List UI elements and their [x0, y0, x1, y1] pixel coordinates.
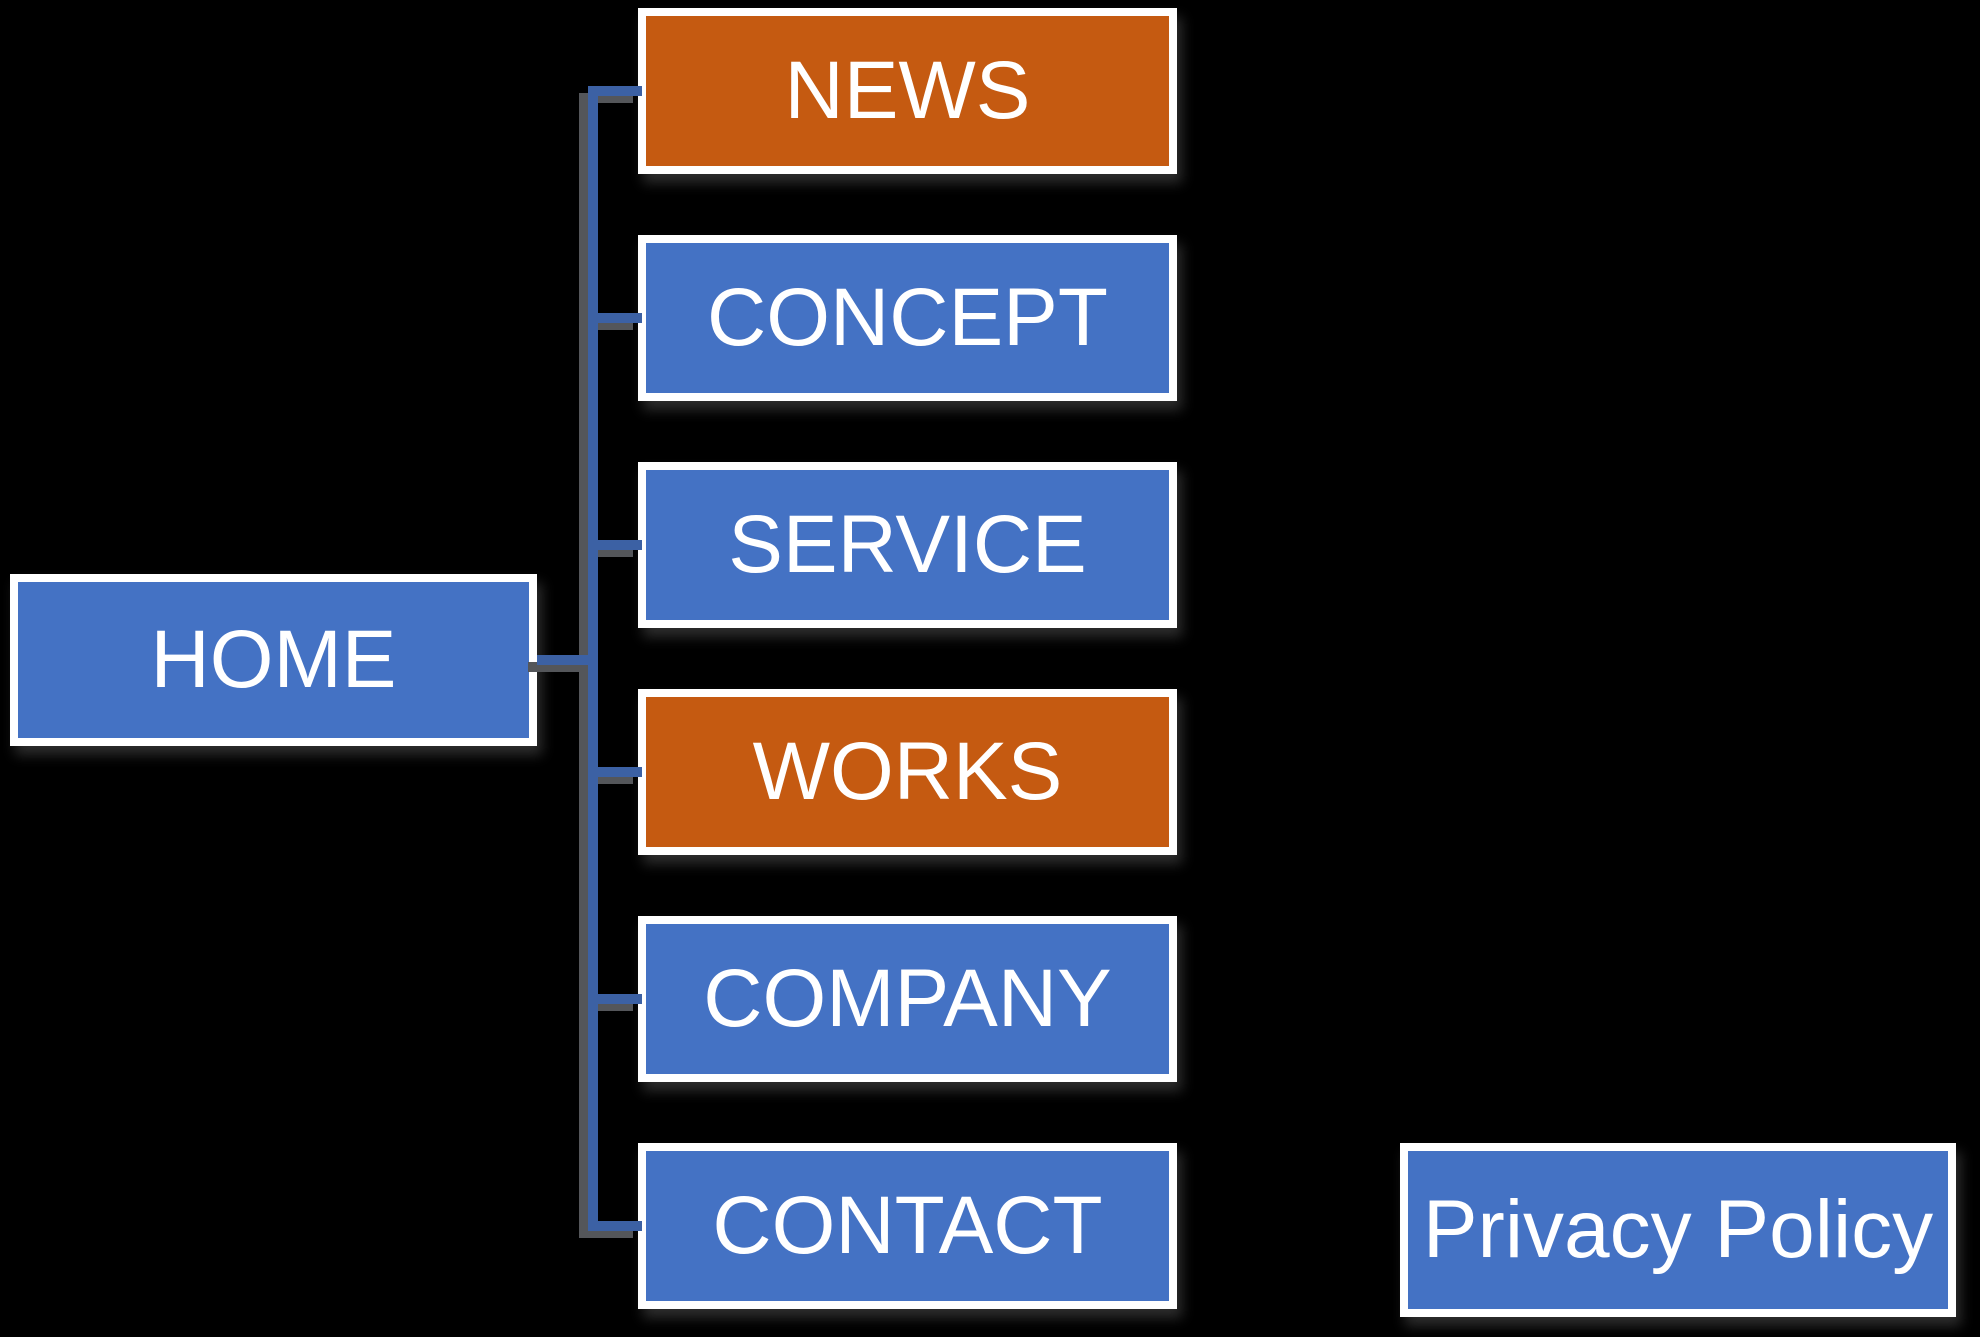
sitemap-node-privacy-policy: Privacy Policy	[1400, 1143, 1956, 1317]
sitemap-node-home: HOME	[10, 574, 537, 746]
node-label-service: SERVICE	[728, 499, 1087, 590]
sitemap-node-news: NEWS	[638, 8, 1177, 174]
node-label-home: HOME	[150, 614, 397, 705]
sitemap-node-works: WORKS	[638, 689, 1177, 855]
sitemap-node-company: COMPANY	[638, 916, 1177, 1082]
node-label-privacy-policy: Privacy Policy	[1422, 1184, 1934, 1275]
sitemap-node-contact: CONTACT	[638, 1143, 1177, 1309]
node-label-concept: CONCEPT	[707, 272, 1108, 363]
node-label-news: NEWS	[784, 45, 1031, 136]
sitemap-node-service: SERVICE	[638, 462, 1177, 628]
node-label-contact: CONTACT	[712, 1180, 1103, 1271]
connector-shadow-path	[528, 93, 633, 1238]
sitemap-node-concept: CONCEPT	[638, 235, 1177, 401]
node-label-works: WORKS	[752, 726, 1063, 817]
node-label-company: COMPANY	[703, 953, 1112, 1044]
connector-main-path	[537, 86, 642, 1231]
